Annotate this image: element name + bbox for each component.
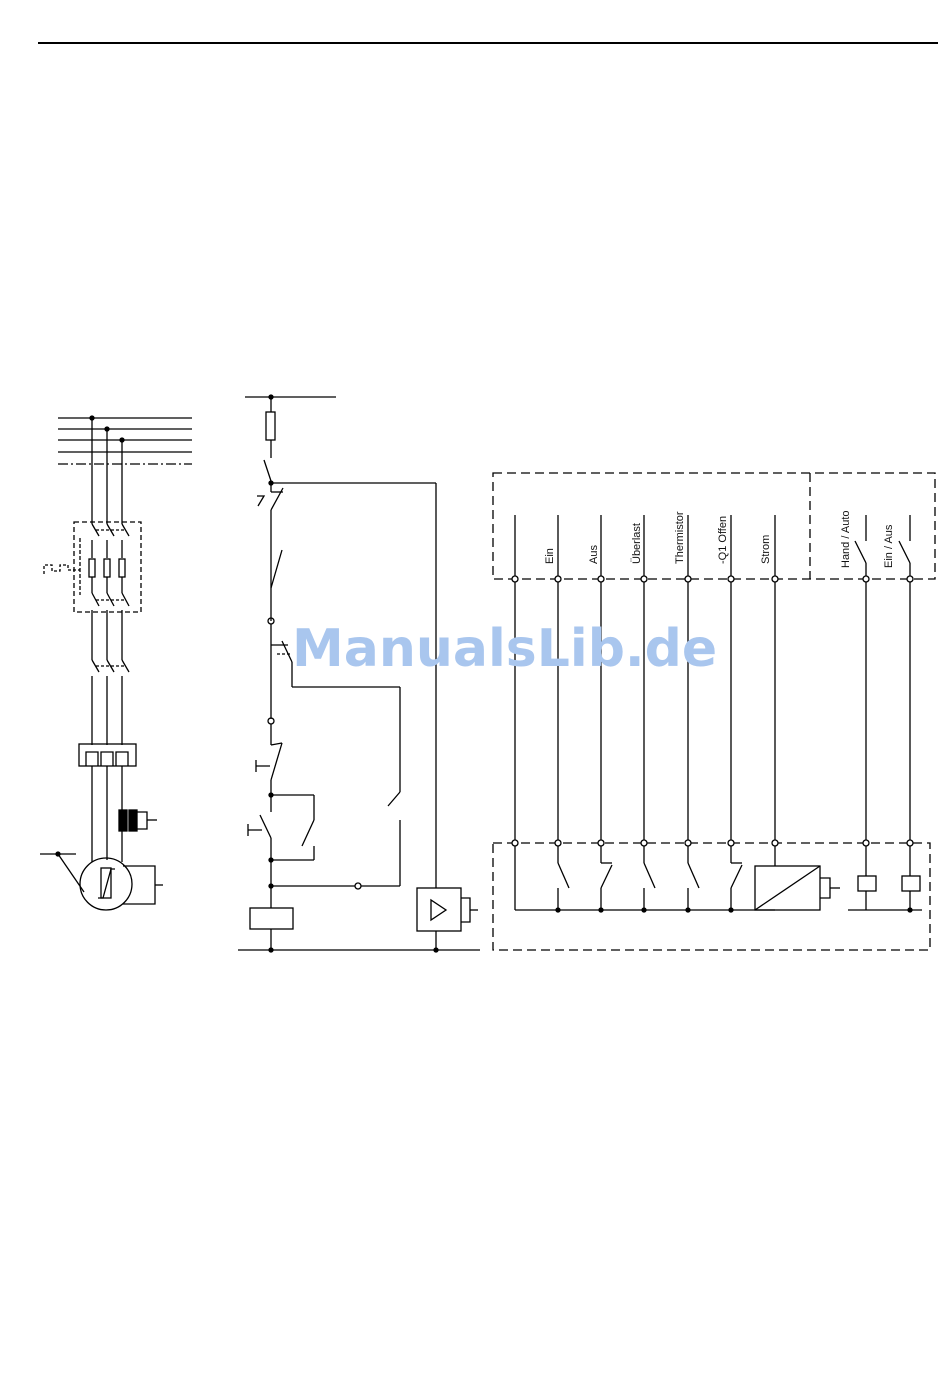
control-module	[417, 888, 461, 931]
label-thermistor: Thermistor	[674, 511, 686, 564]
watermark-text: ManualsLib.de	[292, 619, 717, 679]
contactor-coil	[250, 908, 293, 929]
label-strom: Strom	[760, 535, 772, 564]
label-ueberlast: Überlast	[631, 523, 643, 564]
control-fuse	[266, 412, 275, 440]
label-ein: Ein	[544, 548, 556, 564]
label-ein-aus: Ein / Aus	[883, 524, 895, 568]
phase-l3	[119, 440, 129, 862]
label-q1-offen: -Q1 Offen	[717, 516, 729, 564]
power-circuit	[40, 416, 192, 910]
terminal-row-bottom	[512, 840, 913, 846]
phase-l2	[104, 429, 114, 860]
label-aus: Aus	[588, 545, 600, 564]
io-terminal-diagram: Ein Aus Überlast Thermistor -Q1 Offen St…	[493, 473, 935, 950]
phase-l1	[89, 418, 99, 862]
label-hand-auto: Hand / Auto	[840, 511, 852, 569]
